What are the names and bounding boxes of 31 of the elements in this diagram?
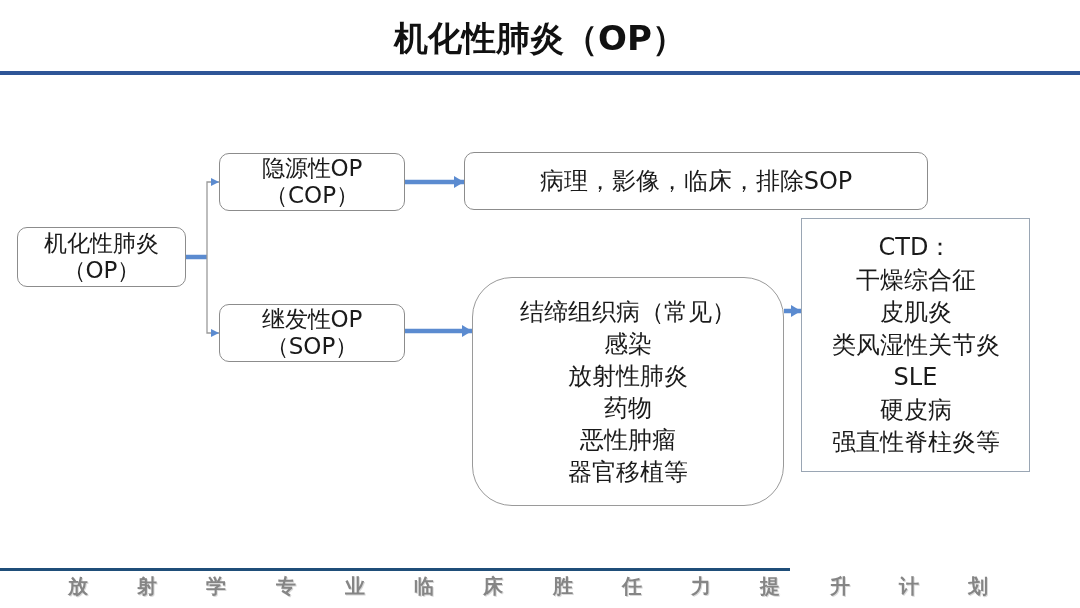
list-item-text: 皮肌炎 [879, 297, 952, 329]
list-item-text: 恶性肿瘤 [580, 424, 676, 456]
list-item-text: 器官移植等 [568, 456, 688, 488]
category-box [219, 153, 405, 211]
connector-line [186, 254, 207, 260]
node-label: 隐源性OP（COP） [260, 155, 364, 209]
list-item-text: 强直性脊柱炎等 [831, 427, 1000, 459]
list-item-text: 硬皮病 [879, 394, 952, 426]
cause-list-box [472, 277, 784, 506]
arrow [784, 305, 801, 317]
topic-box [17, 227, 186, 287]
bracket-arrow [206, 178, 220, 258]
list-item-text: 药物 [604, 392, 652, 424]
list-item-text: 结缔组织病（常见） [520, 296, 736, 328]
bracket-arrow [206, 256, 220, 337]
footer-text: 放射学专业临床胜任力提升计划 [68, 573, 988, 599]
list-item-text: SLE [893, 362, 938, 394]
node-label: 机化性肺炎（OP） [43, 230, 160, 284]
arrow [405, 176, 464, 188]
list-item-text: 放射性肺炎 [568, 360, 688, 392]
list-item-text: 感染 [604, 328, 652, 360]
list-item-text: 类风湿性关节炎 [831, 329, 1000, 361]
list-item-text: CTD： [878, 232, 953, 264]
disease-list-box [801, 218, 1030, 472]
slide-title: 机化性肺炎（OP） [394, 17, 686, 60]
list-item-text: 干燥综合征 [855, 264, 976, 296]
arrow [405, 325, 472, 337]
criteria-box [464, 152, 928, 210]
category-box [219, 304, 405, 362]
node-label: 继发性OP（SOP） [260, 306, 364, 360]
node-label: 病理，影像，临床，排除SOP [539, 166, 853, 196]
